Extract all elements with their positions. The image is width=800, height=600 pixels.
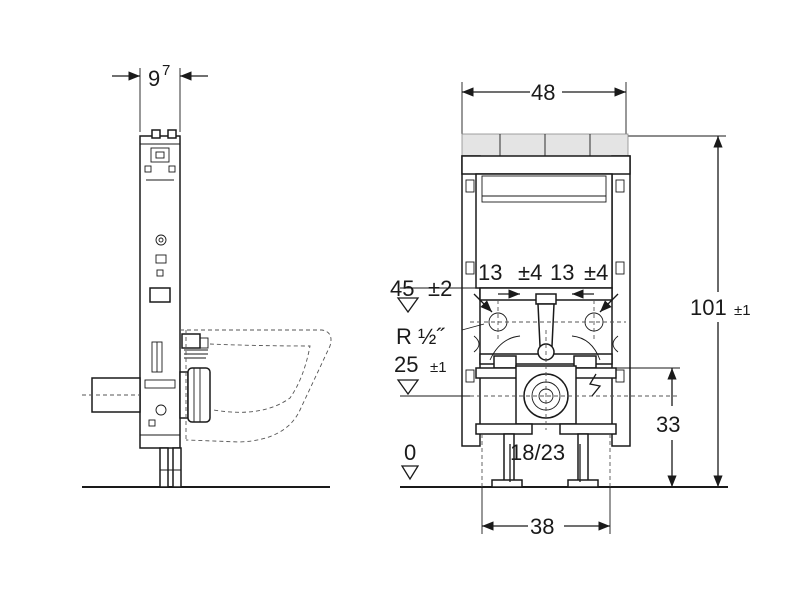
width-top-dimension: 48 [461,80,627,134]
height-total-dimension: 101 ±1 [628,135,751,488]
drain-assembly [400,330,680,488]
height-45-dimension: 45 ±2 [390,276,612,314]
offset-left-label: 13 [478,260,502,285]
width-bottom-dimension: 38 [481,487,611,539]
front-view: 0 48 101 ±1 [390,80,751,539]
height-25-tol-label: ±1 [430,359,447,376]
water-connections [470,300,626,353]
side-supply [181,333,209,359]
floor-level-label: 0 [404,440,416,465]
height-45-tol-label: ±2 [428,276,452,301]
height-25-label: 25 [394,352,418,377]
width-top-label: 48 [531,80,555,105]
side-drain-pipe [82,367,211,423]
offset-right-label: 13 [550,260,574,285]
depth-dimension: 9 7 [112,62,208,132]
height-25-dimension: 25 ±1 [394,352,470,397]
height-total-label: 101 [690,295,727,320]
drain-range-dimension: 18/23 [509,440,581,482]
flush-pipe [489,293,601,361]
height-total-tol-label: ±1 [734,302,751,319]
offset-left-tol-label: ±4 [518,260,542,285]
side-view: 9 7 [82,62,332,488]
width-bottom-label: 38 [530,514,554,539]
offset-dimensions: 13 ±4 13 ±4 [473,260,619,313]
drain-range-label: 18/23 [510,440,565,465]
side-frame [139,129,182,488]
height-33-dimension: 33 [616,367,680,487]
height-45-label: 45 [390,276,414,301]
depth-main-label: 9 [148,66,160,91]
offset-right-tol-label: ±4 [584,260,608,285]
pipe-thread-label: R ½˝ [396,324,445,349]
depth-sup-label: 7 [162,62,170,79]
height-33-label: 33 [656,412,680,437]
